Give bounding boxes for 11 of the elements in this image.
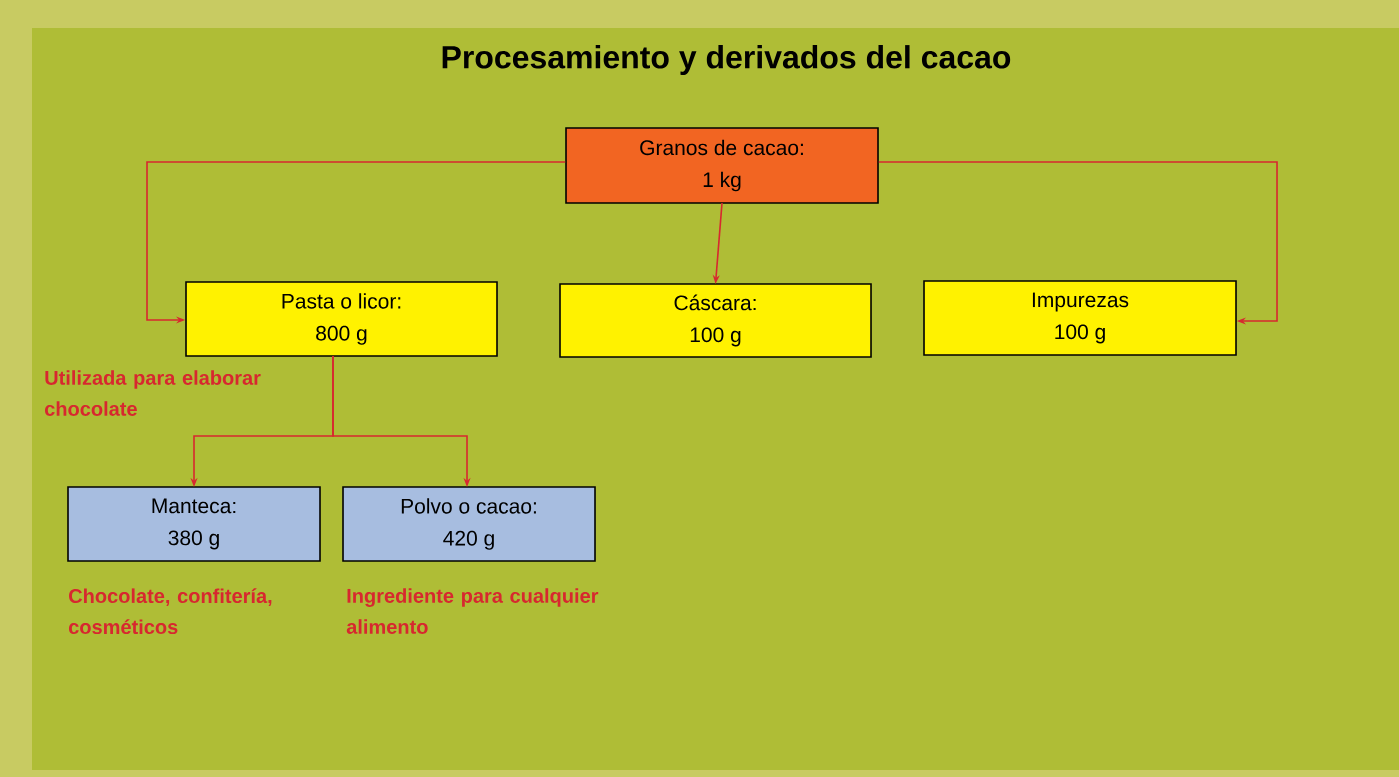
arrow xyxy=(878,161,1278,325)
title: Procesamiento y derivados del cacao xyxy=(442,45,1011,75)
note-text: Chocolate, confitería, cosméticos xyxy=(69,588,272,635)
process-box: Manteca: 380 g xyxy=(67,486,321,562)
process-box: Cáscara: 100 g xyxy=(559,283,872,358)
note-text: Utilizada para elaborar chocolate xyxy=(45,370,261,416)
process-box: Impurezas 100 g xyxy=(923,280,1237,356)
process-box: Granos de cacao: 1 kg xyxy=(565,127,879,204)
process-box: Pasta o licor: 800 g xyxy=(185,281,498,357)
note-text: Ingrediente para cualquier alimento xyxy=(346,588,599,634)
process-box: Polvo o cacao: 420 g xyxy=(342,486,596,562)
